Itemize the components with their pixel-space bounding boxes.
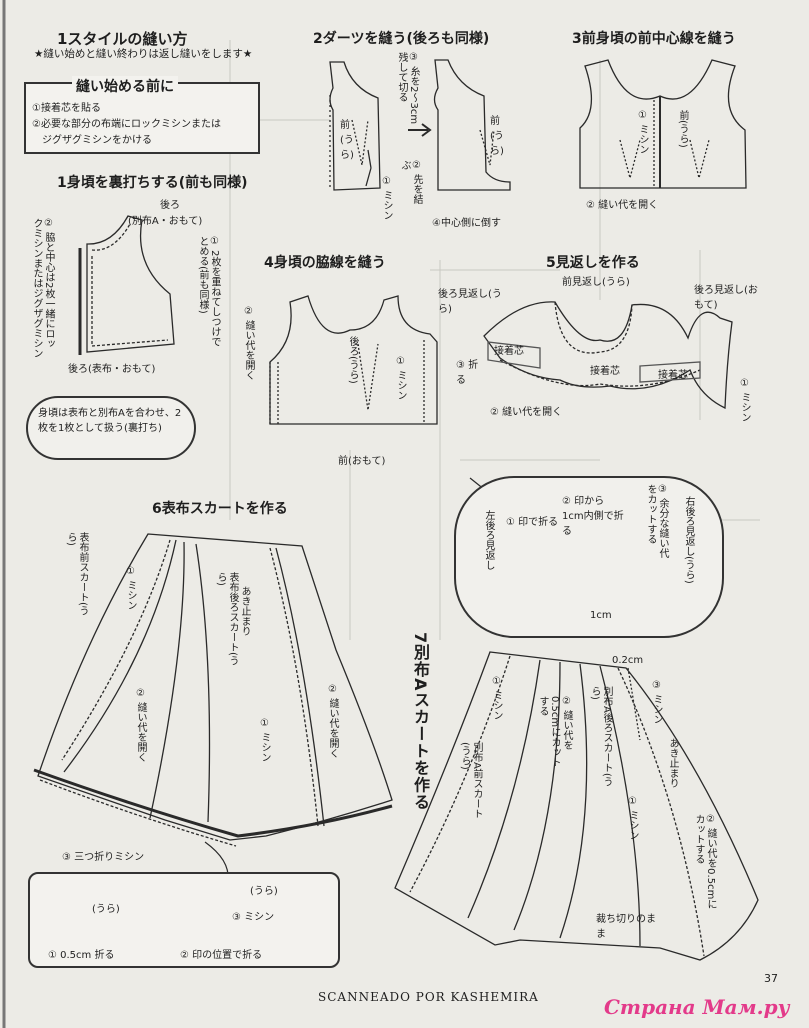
- facing-front-label: 前見返し(うら): [562, 277, 630, 288]
- hem-detail-box: (うら) (うら) ③ ミシン ① 0.5cm 折る ② 印の位置で折る: [28, 872, 340, 968]
- backing-note-text: 身頃は表布と別布Aを合わせ、2枚を1枚として扱う(裏打ち): [38, 408, 182, 434]
- lining-sew-step-b: ① ミシン: [627, 796, 638, 841]
- outer-press-step-a: ② 縫い代を開く: [135, 688, 146, 763]
- outer-skirt-drawing: [33, 533, 393, 847]
- hem-fold-mark: ② 印の位置で折る: [180, 950, 263, 961]
- section-5-title: 5見返しを作る: [546, 255, 640, 271]
- side-press-step: ② 縫い代を開く: [243, 306, 254, 381]
- cf-press-step: ② 縫い代を開く: [586, 200, 659, 211]
- dart-thread-step: ③ 糸を2〜3cm残して切る: [396, 52, 419, 125]
- before-item-1: ①接着芯を貼る: [32, 103, 101, 114]
- scan-credit: SCANNEADO POR KASHEMIRA: [318, 990, 539, 1004]
- show-through-lines: [229, 40, 760, 640]
- measure-1cm: 1cm: [590, 610, 612, 621]
- bodice-fabric-label: (別布A・おもて): [128, 216, 203, 227]
- section-3-title: 3前身頃の前中心線を縫う: [572, 31, 736, 47]
- side-back-label: 後ろ(うら): [347, 336, 358, 384]
- dart-bodice-drawings: [329, 59, 511, 191]
- hem-wrong-side-1: (うら): [92, 904, 120, 915]
- hem-triple-fold-step: ③ 三つ折りミシン: [62, 852, 145, 863]
- bodice-bottom-label: 後ろ(表布・おもて): [68, 364, 156, 375]
- section-7-title: 7別布Aスカートを作る: [411, 632, 430, 811]
- lining-sew-step-a: ① ミシン: [491, 676, 502, 721]
- lining-trim-step-b: ② 縫い代を0.5cmにカットする: [693, 814, 716, 910]
- lining-front-skirt-label: 別布A前スカート(うら): [459, 742, 482, 819]
- backing-note-bubble: 身頃は表布と別布Aを合わせ、2枚を1枚として扱う(裏打ち): [26, 396, 196, 460]
- page-number: 37: [764, 972, 778, 985]
- side-front-label: 前(おもて): [338, 456, 386, 467]
- facing-drawing: [483, 301, 733, 410]
- facing-press-step: ② 縫い代を開く: [490, 407, 563, 418]
- lining-measure-02: 0.2cm: [612, 655, 644, 666]
- facing-back-right-label: 後ろ見返し(おもて): [694, 285, 758, 311]
- outer-front-skirt-label: 表布前スカート(うら): [65, 532, 88, 616]
- zigzag-step: ② 脇と中心は2枚一緒にロックミシンまたはジグザグミシン: [31, 218, 54, 358]
- side-seam-drawing: [269, 295, 438, 425]
- facing-sew-step: ① ミシン: [739, 378, 750, 423]
- dart-sew-step: ① ミシン: [381, 176, 392, 221]
- dart-front-label-2: 前(うら): [490, 116, 504, 157]
- fold-inside-step: ② 印から1cm内側で折る: [562, 496, 624, 537]
- facing-fold-step: ③ 折る: [456, 360, 479, 386]
- before-item-2: ②必要な部分の布端にロックミシンまたは: [32, 119, 221, 130]
- bodice-back-label: 後ろ: [160, 200, 180, 211]
- hem-wrong-side-2: (うら): [250, 886, 278, 897]
- lining-skirt-drawing: [394, 651, 759, 961]
- interfacing-label-3: 接着芯: [658, 370, 688, 381]
- front-bodice-drawing: [579, 59, 747, 189]
- interfacing-label-1: 接着芯: [494, 346, 524, 357]
- cf-sew-step: ① ミシン: [637, 110, 648, 155]
- dart-front-label: 前(うら): [340, 120, 354, 161]
- watermark-logo: Страна Мам.ру: [604, 995, 790, 1019]
- lining-trim-step-a: ② 縫い代を0.5cmにカットする: [537, 696, 572, 768]
- section-1-title: 1スタイルの縫い方: [57, 30, 188, 48]
- outer-press-step-b: ② 縫い代を開く: [327, 684, 338, 759]
- left-back-facing-label: 左後ろ見返し: [483, 510, 494, 570]
- dart-knot-step: ② 先を結ぶ: [399, 160, 422, 205]
- before-sewing-box: 縫い始める前に ①接着芯を貼る ②必要な部分の布端にロックミシンまたは ジグザグ…: [24, 76, 260, 154]
- bodice-back-drawing: [78, 215, 175, 355]
- facing-detail-bubble: [454, 476, 724, 638]
- facing-back-left-label: 後ろ見返し(うら): [438, 289, 502, 315]
- baste-step: ① 2枚を重ねてしつけでとめる(前も同様): [197, 236, 220, 347]
- lining-sew-step-c: ③ ミシン: [651, 680, 662, 725]
- outer-opening-stop: あき止まり: [239, 586, 250, 636]
- hem-fold-half-cm: ① 0.5cm 折る: [48, 950, 115, 961]
- backstitch-note: ★縫い始めと縫い終わりは返し縫いをします★: [34, 48, 253, 60]
- lining-opening-stop: あき止まり: [667, 738, 678, 788]
- interfacing-label-2: 接着芯: [590, 366, 620, 377]
- section-1b-title: 1身頃を裏打ちする(前も同様): [57, 175, 248, 191]
- section-4-title: 4身頃の脇線を縫う: [264, 255, 386, 271]
- fold-mark-step: ① 印で折る: [506, 517, 559, 528]
- outer-back-skirt-label: 表布後ろスカート(うら): [215, 572, 238, 666]
- trim-allowance-step: ③ 余分な縫い代をカットする: [645, 484, 668, 559]
- before-item-3: ジグザグミシンをかける: [42, 135, 152, 146]
- right-back-facing-label: 右後ろ見返し(うら): [683, 496, 694, 584]
- outer-sew-step-b: ① ミシン: [259, 718, 270, 763]
- before-sewing-title: 縫い始める前に: [72, 76, 178, 96]
- lining-back-skirt-label: 別布A後ろスカート(うら): [589, 686, 612, 787]
- cf-front-label: 前(うら): [677, 110, 688, 148]
- raw-edge-note: 裁ち切りのまま: [596, 914, 656, 940]
- outer-sew-step-a: ① ミシン: [125, 566, 136, 611]
- side-sew-step: ① ミシン: [395, 356, 406, 401]
- hem-sew-step: ③ ミシン: [232, 912, 275, 923]
- dart-press-step: ④中心側に倒す: [432, 218, 501, 229]
- section-6-title: 6表布スカートを作る: [152, 501, 288, 517]
- section-2-title: 2ダーツを縫う(後ろも同様): [313, 31, 490, 47]
